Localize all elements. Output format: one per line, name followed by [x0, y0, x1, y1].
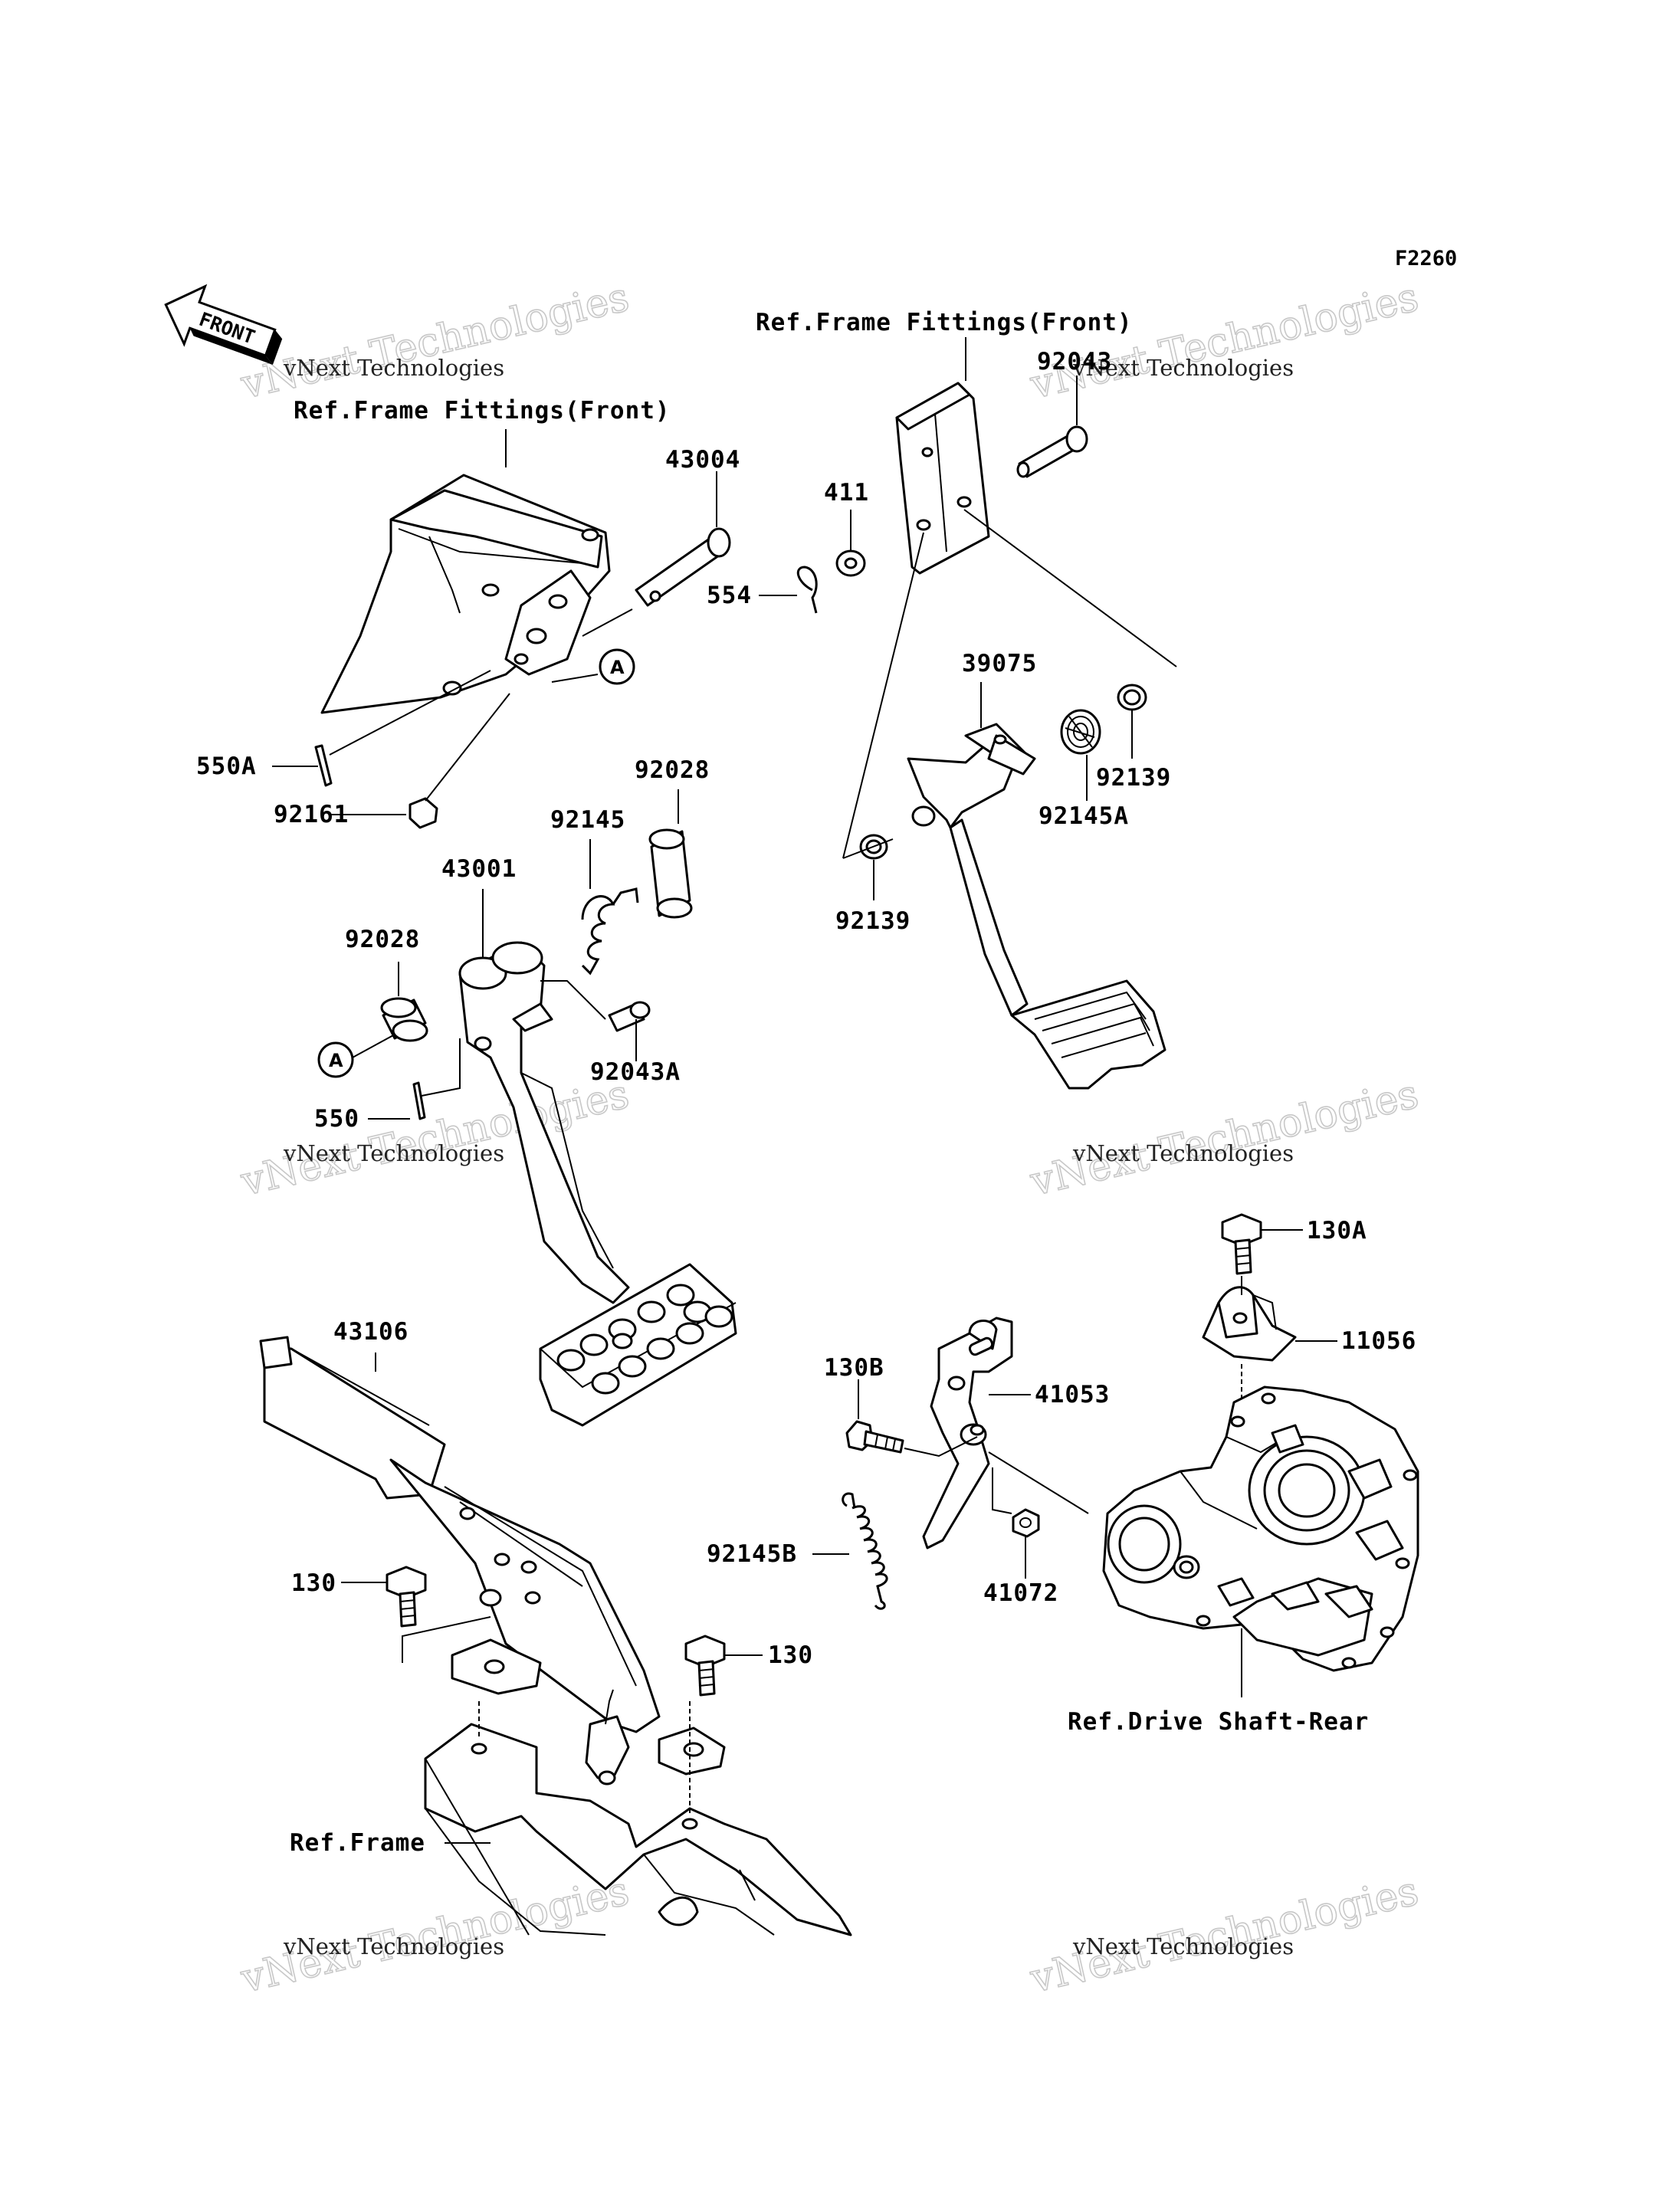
part-130-bolt-left [386, 1566, 427, 1628]
part-11056-bracket [1202, 1286, 1297, 1362]
callout-a: A [610, 657, 625, 678]
part-label-550: 550 [314, 1105, 359, 1133]
callout-a-circle [599, 648, 635, 685]
parking-brake-lever [259, 1336, 726, 1785]
part-92043a-pin [608, 1001, 651, 1032]
part-92161-nut [409, 797, 438, 829]
part-92043-pin [1016, 425, 1088, 478]
ref-drive-shaft-rear: Ref.Drive Shaft-Rear [1068, 1708, 1369, 1736]
part-92145a-spring [1060, 709, 1101, 755]
part-label-92028-upper: 92028 [635, 756, 710, 784]
callout-a-lower: A [329, 1050, 343, 1071]
watermark-small: vNext Technologies [1072, 1140, 1294, 1166]
frame-section [424, 1723, 852, 1936]
part-label-43004: 43004 [665, 446, 740, 474]
accelerator-pedal [907, 723, 1166, 1090]
part-label-550a: 550A [196, 753, 257, 780]
ref-frame-fittings-right: Ref.Frame Fittings(Front) [756, 309, 1133, 336]
part-130a-bolt [1221, 1213, 1262, 1275]
part-92145b-spring [842, 1492, 888, 1610]
part-label-41053: 41053 [1035, 1381, 1110, 1408]
part-554-clip [796, 566, 818, 614]
part-550a-cotter-pin [314, 744, 333, 787]
part-label-92145b: 92145B [707, 1540, 797, 1568]
part-label-554: 554 [707, 582, 752, 609]
part-label-92043a: 92043A [590, 1058, 681, 1086]
part-label-130b: 130B [824, 1354, 884, 1382]
part-92028-bushing-lower [380, 997, 428, 1042]
watermark-large: vNext Technologies [236, 274, 633, 408]
part-label-130-left: 130 [291, 1569, 336, 1597]
drive-shaft-rear-housing [1102, 1385, 1419, 1672]
part-label-92139-upper: 92139 [1096, 764, 1171, 792]
part-label-411: 411 [824, 479, 869, 507]
part-label-92145: 92145 [550, 806, 625, 834]
part-92028-bushing-upper [648, 828, 693, 919]
watermark-small: vNext Technologies [1072, 1933, 1294, 1959]
part-130-bolt-right [684, 1635, 726, 1697]
watermark-small: vNext Technologies [283, 1933, 504, 1959]
watermark-large: vNext Technologies [1025, 274, 1422, 408]
part-43004-pin [635, 527, 731, 607]
frame-fitting-bracket-left [320, 474, 611, 714]
part-label-130a: 130A [1307, 1217, 1367, 1244]
part-label-92145a: 92145A [1039, 802, 1129, 830]
watermark-large: vNext Technologies [236, 1071, 633, 1205]
watermark-small: vNext Technologies [1072, 355, 1294, 381]
part-label-92161: 92161 [274, 801, 349, 828]
watermark-small: vNext Technologies [283, 1140, 504, 1166]
part-550-cotter-pin [412, 1081, 426, 1120]
part-label-39075: 39075 [962, 650, 1037, 677]
part-130b-bolt [845, 1420, 904, 1454]
part-label-11056: 11056 [1341, 1327, 1416, 1355]
part-label-41072: 41072 [983, 1579, 1058, 1607]
part-41053-lever [922, 1317, 1013, 1549]
ref-frame-fittings-left: Ref.Frame Fittings(Front) [294, 397, 671, 425]
part-label-92043: 92043 [1037, 348, 1112, 375]
watermark-small: vNext Technologies [283, 355, 504, 381]
part-label-130-right: 130 [768, 1641, 813, 1669]
callout-a-circle-lower [317, 1041, 354, 1078]
part-label-92028-lower: 92028 [345, 926, 420, 953]
watermark-large: vNext Technologies [1025, 1071, 1422, 1205]
diagram-code: F2260 [1395, 247, 1457, 271]
part-label-43001: 43001 [441, 855, 517, 883]
part-41072-nut [1012, 1508, 1040, 1538]
ref-frame: Ref.Frame [290, 1829, 425, 1857]
front-arrow-icon: FRONT [164, 284, 283, 366]
brake-pedal [458, 941, 737, 1427]
frame-fitting-bracket-right [895, 382, 990, 575]
part-label-92139-lower: 92139 [835, 907, 911, 935]
part-92145-spring [581, 887, 639, 976]
part-label-43106: 43106 [333, 1318, 409, 1346]
